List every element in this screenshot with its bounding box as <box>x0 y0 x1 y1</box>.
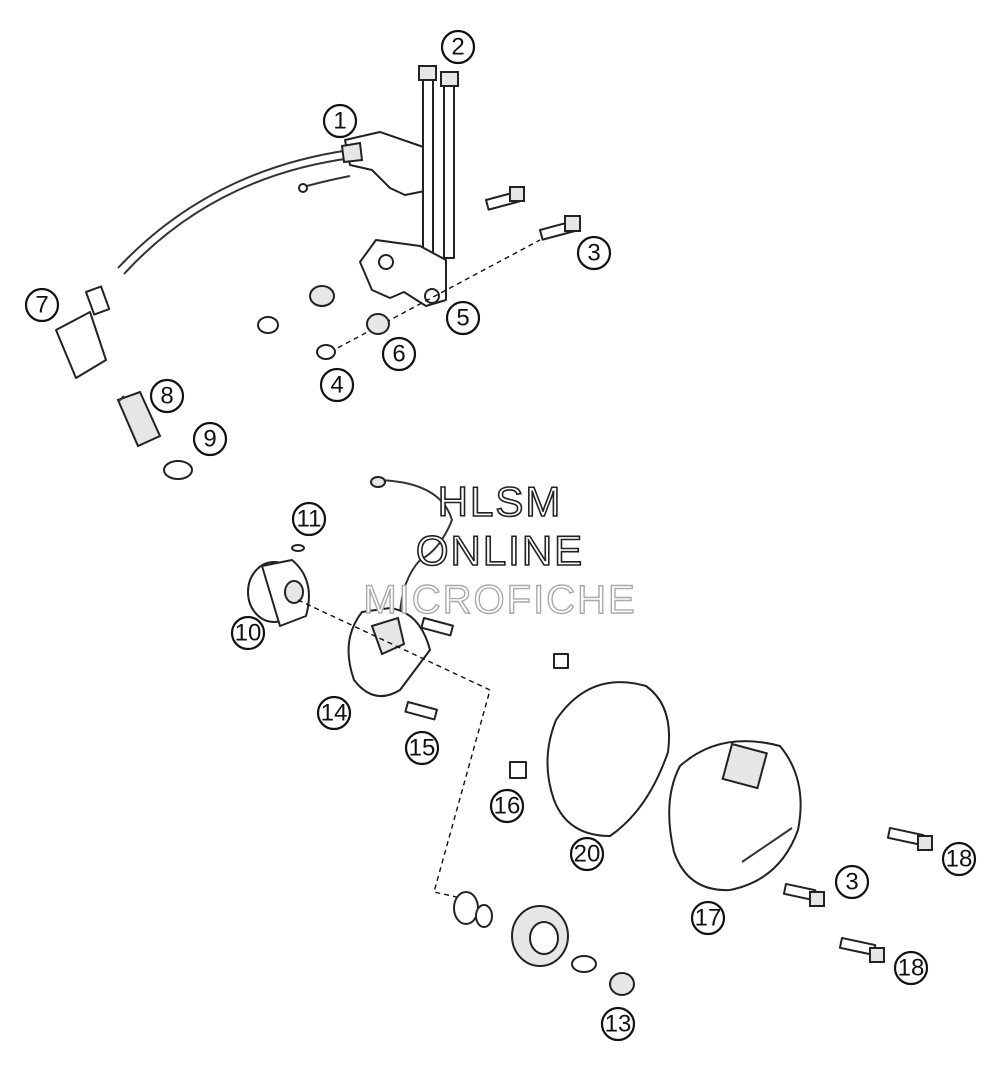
ground-eyelet <box>298 183 308 193</box>
svg-text:7: 7 <box>35 292 48 319</box>
stator-screw-lower <box>404 701 438 721</box>
dowel-lower <box>509 761 527 779</box>
spacer-sleeve <box>257 316 279 334</box>
connector-neck <box>85 285 111 316</box>
bracket-bolt-upper-head <box>509 186 525 202</box>
callouts: 1 2 3 4 5 6 7 8 9 10 11 13 14 15 16 17 1… <box>24 29 977 1042</box>
svg-text:1: 1 <box>333 108 346 135</box>
drive-gear-hub <box>529 921 559 955</box>
callout-9: 9 <box>192 421 228 457</box>
sealing-ring <box>163 460 193 480</box>
callout-11: 11 <box>291 501 327 537</box>
callout-3-lower: 3 <box>834 864 870 900</box>
ht-lead <box>117 149 351 269</box>
shaft-spacer <box>453 891 479 925</box>
svg-text:14: 14 <box>321 700 348 727</box>
assembly-axis-upper <box>329 239 541 353</box>
dowel-upper <box>553 653 569 669</box>
callout-14: 14 <box>316 695 352 731</box>
callout-15: 15 <box>404 730 440 766</box>
ignition-coil-assembly <box>117 65 581 360</box>
svg-text:18: 18 <box>898 955 925 982</box>
rotor-hub <box>284 580 304 604</box>
coil-bolt-head-b <box>440 71 459 87</box>
callout-13: 13 <box>600 1006 636 1042</box>
stator-screw-upper <box>420 617 454 637</box>
spark-plug-tip <box>117 395 125 403</box>
svg-text:8: 8 <box>160 383 173 410</box>
callout-18-upper: 18 <box>941 841 977 877</box>
callout-7: 7 <box>24 287 60 323</box>
cover-gasket <box>546 681 670 837</box>
collar-nut <box>366 313 390 335</box>
gear-washer <box>571 955 597 973</box>
svg-text:6: 6 <box>392 341 405 368</box>
ht-lead-outer <box>123 157 353 275</box>
callout-17: 17 <box>690 900 726 936</box>
svg-text:3: 3 <box>845 869 858 896</box>
callout-8: 8 <box>149 378 185 414</box>
stator-wire <box>371 479 454 615</box>
stator-plate <box>347 607 431 698</box>
svg-text:3: 3 <box>587 240 600 267</box>
callout-16: 16 <box>489 788 525 824</box>
bracket-nut <box>309 285 335 307</box>
coil-bolt-b <box>443 81 455 259</box>
coil-bolt-head-a <box>418 65 437 81</box>
woodruff-key <box>291 544 305 552</box>
cover-bolt-middle-head <box>809 891 825 907</box>
svg-text:10: 10 <box>235 620 262 647</box>
callout-18-lower: 18 <box>893 950 929 986</box>
washer <box>316 344 336 360</box>
gear-nut <box>609 972 635 996</box>
callout-6: 6 <box>381 336 417 372</box>
svg-text:16: 16 <box>494 793 521 820</box>
coil-terminal <box>340 141 364 164</box>
callout-3-upper: 3 <box>576 235 612 271</box>
callout-5: 5 <box>445 300 481 336</box>
generator-assembly <box>247 476 933 996</box>
cover-window <box>721 742 768 790</box>
callout-4: 4 <box>319 367 355 403</box>
svg-text:18: 18 <box>946 846 973 873</box>
cover-logo-stripe <box>741 827 793 863</box>
cover-bolt-upper-head <box>917 835 933 851</box>
callout-2: 2 <box>440 29 476 65</box>
svg-text:15: 15 <box>409 735 436 762</box>
stator-coil <box>370 616 406 656</box>
bracket-bolt-lower-head <box>564 215 581 232</box>
svg-text:5: 5 <box>456 305 469 332</box>
svg-text:11: 11 <box>297 506 322 533</box>
bracket-hole-a <box>378 254 394 270</box>
svg-text:17: 17 <box>695 905 722 932</box>
coil-bolt-a <box>422 77 434 259</box>
svg-text:9: 9 <box>203 426 216 453</box>
spark-plug <box>116 390 162 448</box>
cover-bolt-lower-head <box>869 947 885 963</box>
svg-text:13: 13 <box>605 1011 632 1038</box>
stator-wire-plug <box>370 476 386 488</box>
callout-10: 10 <box>230 615 266 651</box>
ignition-coil <box>344 131 433 196</box>
ignition-cover <box>668 740 802 892</box>
svg-text:4: 4 <box>330 372 343 399</box>
shaft-bushing <box>475 904 493 928</box>
spark-plug-group <box>55 285 193 480</box>
spark-plug-connector <box>55 311 107 379</box>
svg-text:2: 2 <box>451 34 464 61</box>
callout-1: 1 <box>322 103 358 139</box>
assembly-axis-lower <box>297 599 491 901</box>
svg-text:20: 20 <box>574 841 601 868</box>
callout-20: 20 <box>569 836 605 872</box>
